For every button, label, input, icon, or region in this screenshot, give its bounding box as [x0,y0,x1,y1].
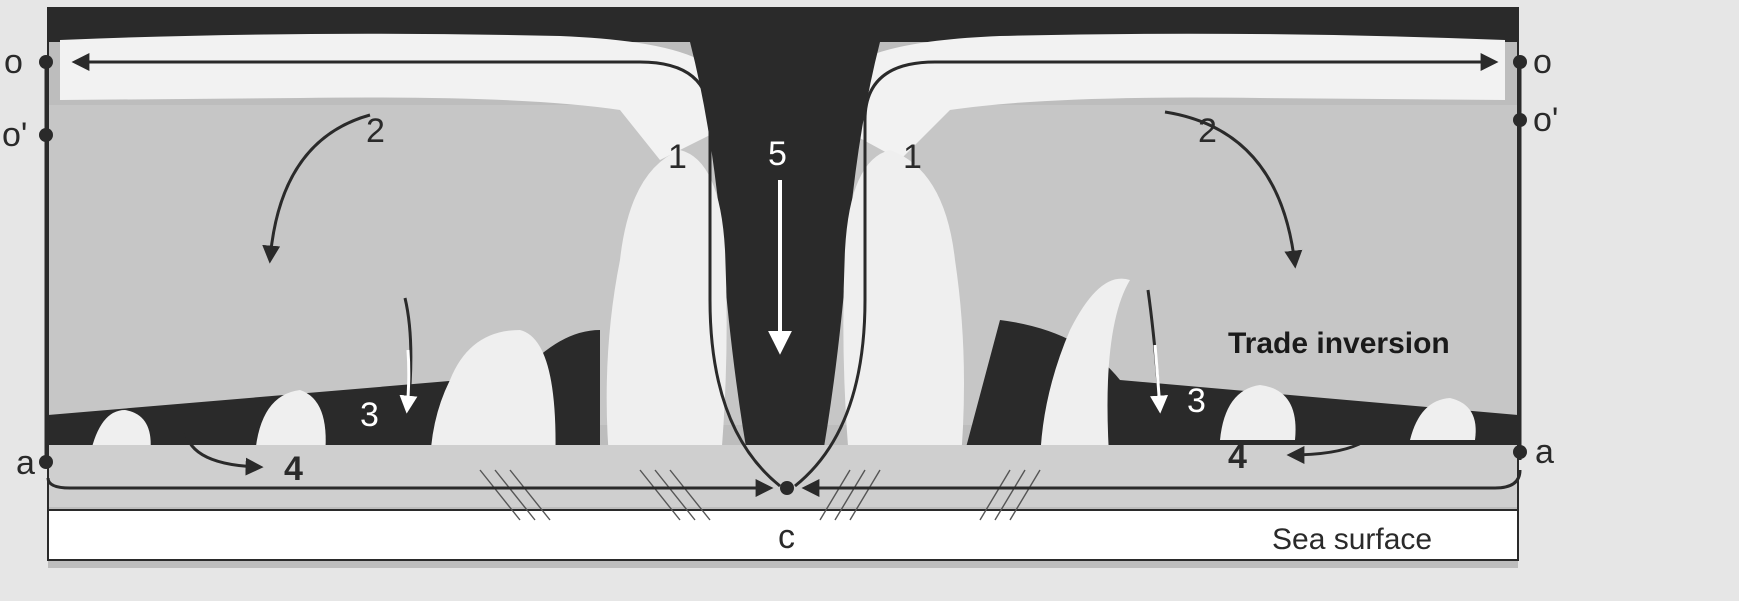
point-c [780,481,794,495]
number-4-left: 4 [284,450,303,488]
point-o-right [1513,55,1527,69]
number-2-left: 2 [366,112,385,150]
number-2-right: 2 [1198,112,1217,150]
point-o-prime-left [39,128,53,142]
number-4-right: 4 [1228,438,1247,476]
number-1-right: 1 [903,138,922,176]
point-o-left [39,55,53,69]
label-o-right: o [1533,43,1552,81]
label-o-prime-left: o' [2,116,27,154]
point-a-right [1513,445,1527,459]
label-sea-surface: Sea surface [1272,523,1432,556]
label-a-left: a [16,444,35,482]
label-trade-inversion: Trade inversion [1228,327,1450,360]
label-o-left: o [4,43,23,81]
label-c: c [778,518,795,556]
label-o-prime-right: o' [1533,101,1558,139]
label-a-right: a [1535,433,1554,471]
number-3-right: 3 [1187,382,1206,420]
arrow-3-left-lower [407,350,409,410]
number-3-left: 3 [360,396,379,434]
number-5: 5 [768,135,787,173]
point-a-left [39,455,53,469]
point-o-prime-right [1513,113,1527,127]
number-1-left: 1 [668,138,687,176]
